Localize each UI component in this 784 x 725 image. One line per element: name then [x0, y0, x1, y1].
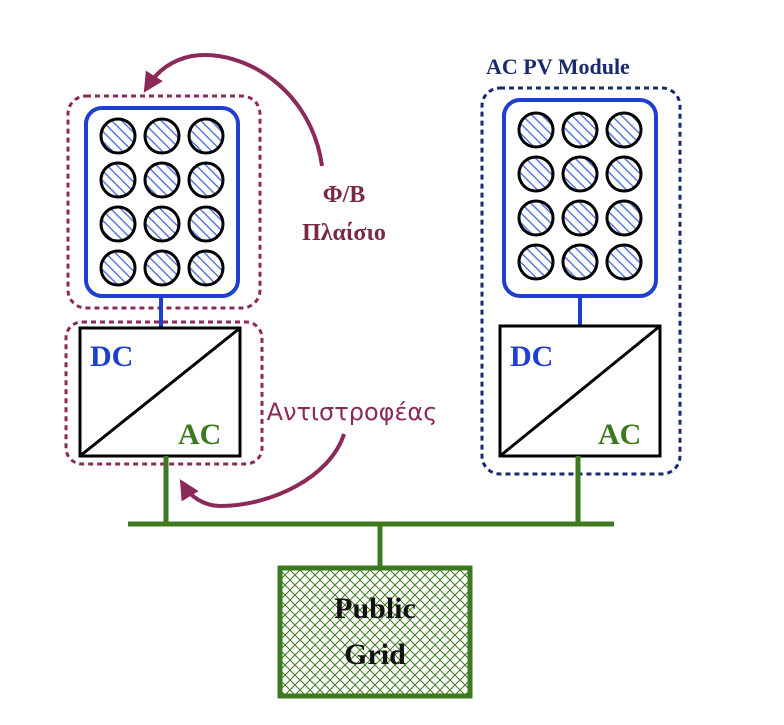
right-inverter-diagonal	[499, 324, 661, 458]
grid-label-line1: Public	[334, 592, 416, 625]
pv-cell	[561, 155, 599, 193]
pv-cell	[517, 111, 555, 149]
pv-cell	[561, 111, 599, 149]
grid-label-line2: Grid	[344, 638, 406, 671]
pv-cell	[561, 243, 599, 281]
pv-cell	[99, 205, 137, 243]
pv-cell	[605, 243, 643, 281]
pv-panel-label-line2: Πλαίσιο	[302, 220, 386, 246]
ac-pv-module-outline	[480, 86, 682, 476]
right-dc-label: DC	[510, 340, 553, 373]
pv-cell	[187, 205, 225, 243]
ac-pv-module-label: AC PV Module	[486, 54, 630, 79]
pv-cell	[143, 161, 181, 199]
pv-cell	[187, 161, 225, 199]
left-panel-outline	[66, 94, 262, 310]
pv-cell	[99, 161, 137, 199]
pv-cell	[143, 205, 181, 243]
pv-cell	[143, 117, 181, 155]
pv-cell	[605, 155, 643, 193]
left-ac-label: AC	[178, 418, 221, 451]
right-pv-cells	[517, 111, 643, 281]
inverter-pointer-arrow	[179, 433, 346, 509]
inverter-label: Αντιστροφέας	[267, 398, 438, 426]
left-pv-cells	[99, 117, 225, 287]
left-inverter-diagonal	[79, 326, 241, 458]
pv-panel-label-line1: Φ/Β	[323, 182, 366, 208]
pv-cell	[605, 111, 643, 149]
public-grid-box	[277, 565, 473, 699]
pv-cell	[99, 249, 137, 287]
pv-cell	[143, 249, 181, 287]
pv-cell	[187, 117, 225, 155]
right-ac-label: AC	[598, 418, 641, 451]
pv-cell	[517, 155, 555, 193]
pv-cell	[517, 199, 555, 237]
pv-cell	[561, 199, 599, 237]
pv-cell	[187, 249, 225, 287]
pv-cell	[99, 117, 137, 155]
pv-cell	[517, 243, 555, 281]
pv-cell	[605, 199, 643, 237]
pv-panel-pointer-arrow	[143, 53, 324, 167]
left-dc-label: DC	[90, 340, 133, 373]
